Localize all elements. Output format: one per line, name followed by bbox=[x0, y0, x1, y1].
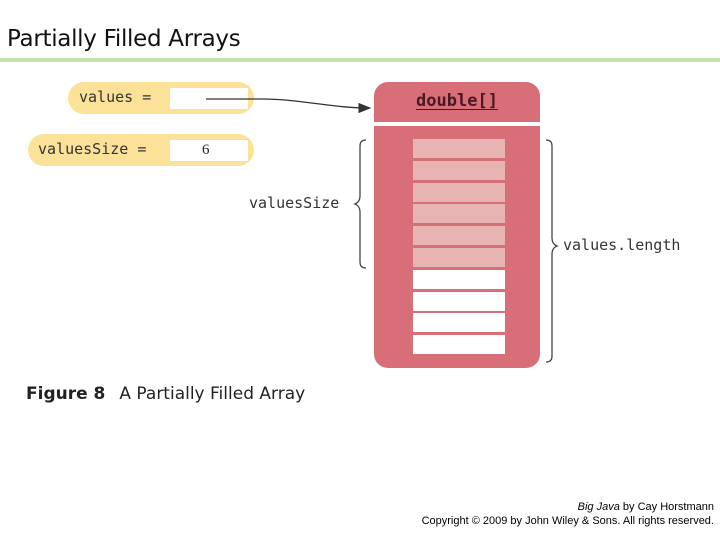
footer-copyright: Copyright © 2009 by John Wiley & Sons. A… bbox=[421, 515, 714, 527]
values-length-brace bbox=[545, 139, 559, 363]
array-header-divider bbox=[374, 122, 540, 126]
array-cell-filled bbox=[413, 226, 505, 246]
values-size-variable-label: valuesSize = bbox=[38, 140, 147, 158]
figure-caption: Figure 8 A Partially Filled Array bbox=[26, 384, 305, 404]
array-cell-empty bbox=[413, 335, 505, 355]
array-cell-filled bbox=[413, 204, 505, 224]
values-variable-box: values = bbox=[68, 82, 254, 114]
array-type-text: double[] bbox=[416, 91, 498, 111]
values-size-variable-box: valuesSize = 6 bbox=[28, 134, 254, 166]
values-size-brace-label: valuesSize bbox=[249, 194, 340, 212]
values-size-slot bbox=[170, 140, 248, 161]
title-underline bbox=[0, 58, 720, 62]
slide-title: Partially Filled Arrays bbox=[7, 26, 241, 52]
values-length-brace-label: values.length bbox=[563, 236, 681, 254]
array-cell-filled bbox=[413, 182, 505, 202]
array-cell-filled bbox=[413, 160, 505, 180]
reference-arrow bbox=[206, 98, 372, 114]
values-size-brace bbox=[353, 139, 367, 269]
book-author: by Cay Horstmann bbox=[619, 501, 714, 513]
book-title: Big Java bbox=[577, 501, 620, 513]
array-cell-empty bbox=[413, 291, 505, 311]
array-cell-empty bbox=[413, 313, 505, 333]
values-size-value: 6 bbox=[202, 142, 210, 158]
array-type-label: double[] bbox=[374, 91, 540, 111]
values-variable-label: values = bbox=[79, 88, 152, 106]
array-cell-empty bbox=[413, 269, 505, 289]
array-cell-filled bbox=[413, 139, 505, 158]
figure-title: A Partially Filled Array bbox=[119, 384, 306, 404]
figure-number: Figure 8 bbox=[26, 384, 106, 404]
footer-credit: Big Java by Cay Horstmann bbox=[578, 501, 714, 513]
array-cell-filled bbox=[413, 248, 505, 267]
